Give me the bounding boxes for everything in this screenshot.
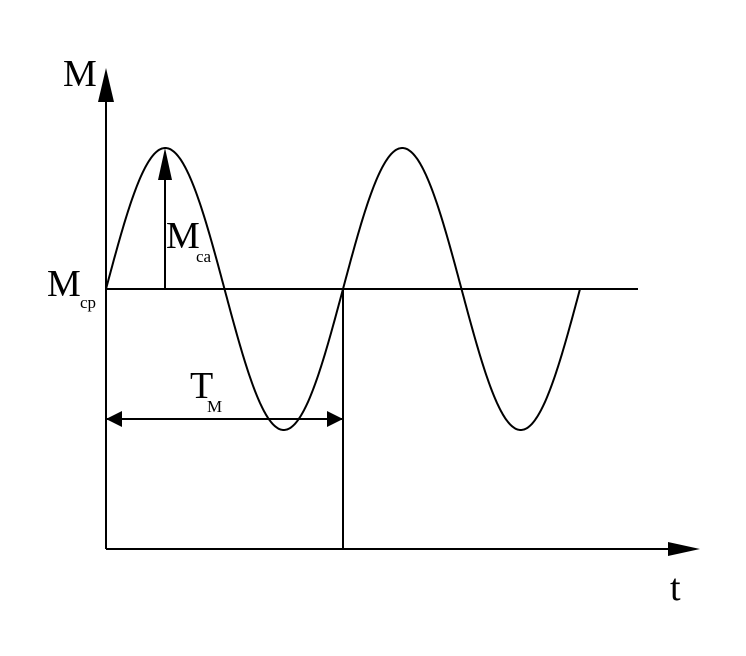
- amplitude-arrowhead: [158, 148, 172, 180]
- y-axis-arrowhead: [98, 68, 114, 102]
- period-symbol: T: [190, 365, 213, 407]
- y-axis-label: M: [63, 53, 97, 95]
- mean-level-symbol: M: [47, 263, 81, 305]
- x-axis-label: t: [670, 567, 681, 609]
- amplitude-symbol: M: [166, 215, 200, 257]
- period-subscript: M: [207, 397, 222, 416]
- x-axis-arrowhead: [668, 542, 700, 556]
- amplitude-subscript: ca: [196, 247, 212, 266]
- mean-level-subscript: cp: [80, 293, 96, 312]
